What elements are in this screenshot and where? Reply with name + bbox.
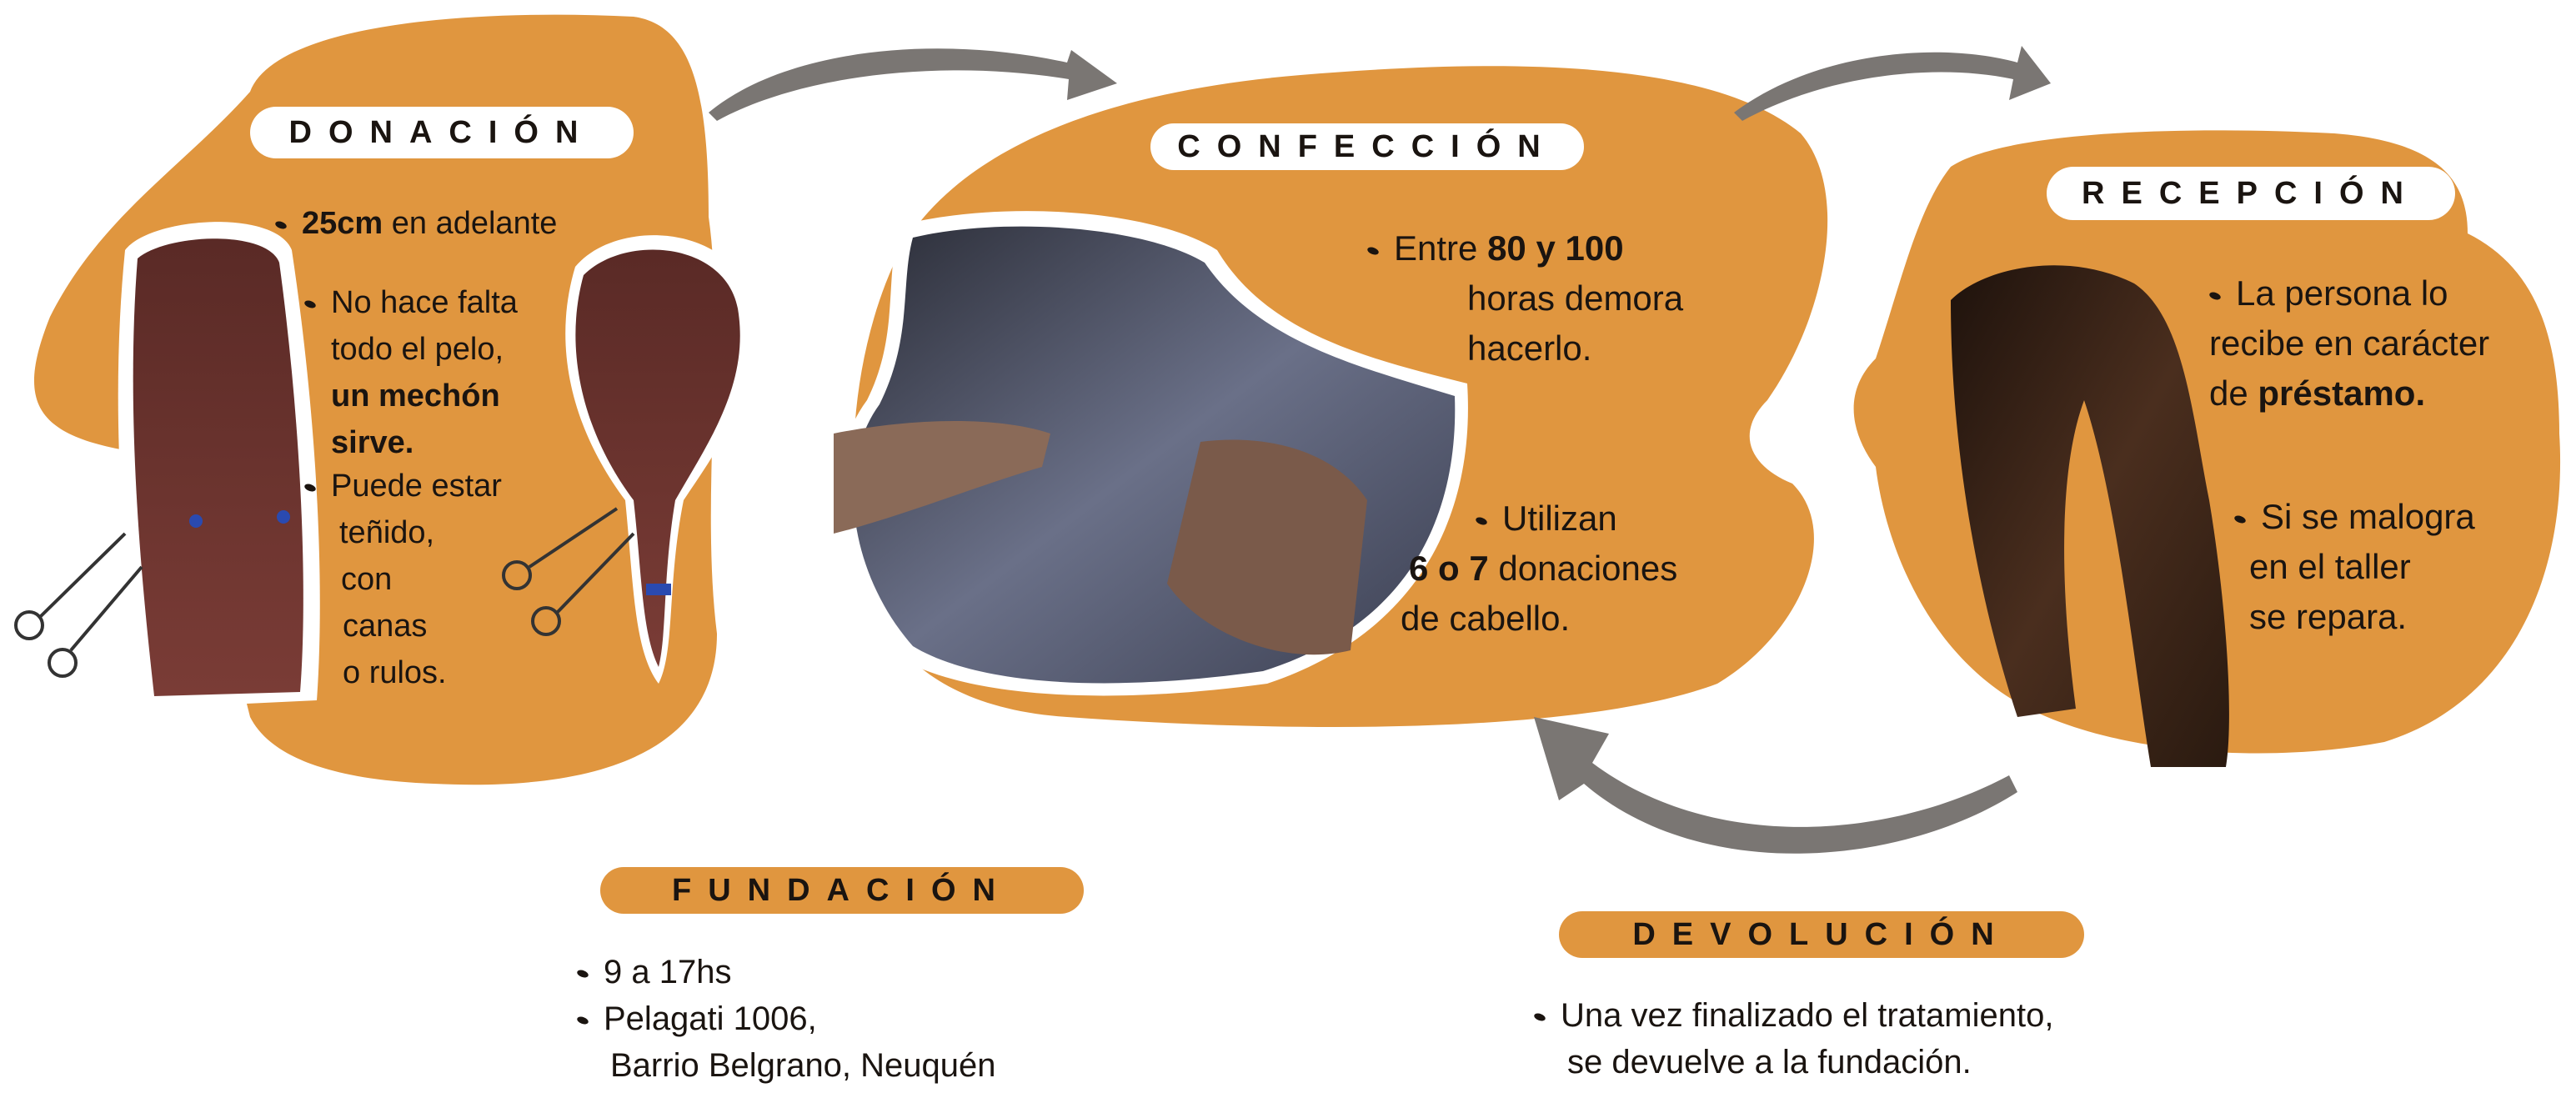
- bullet-icon: [2233, 514, 2247, 525]
- arrow-donacion-to-confeccion: [709, 48, 1117, 121]
- item-line: Utilizan: [1502, 499, 1617, 538]
- hours-text: 9 a 17hs: [604, 954, 732, 990]
- donations-bold: 6 o 7: [1409, 549, 1489, 588]
- loan-bold: préstamo.: [2258, 374, 2426, 413]
- item-line: sirve.: [331, 425, 414, 460]
- item-line: recibe en carácter: [2209, 323, 2490, 363]
- recepcion-item-1: La persona lo recibe en carácter de prés…: [2208, 268, 2490, 419]
- item-line: canas: [343, 609, 428, 644]
- item-line: teñido,: [339, 515, 435, 550]
- address-line-2: Barrio Belgrano, Neuquén: [610, 1047, 996, 1084]
- item-line: de cabello.: [1401, 599, 1571, 638]
- item-line: todo el pelo,: [331, 332, 504, 367]
- item-line: con: [341, 562, 393, 597]
- bullet-icon: [576, 969, 589, 980]
- bullet-icon: [274, 219, 288, 231]
- item-line: No hace falta: [331, 285, 518, 320]
- length-rest: en adelante: [383, 206, 558, 241]
- item-line: Si se malogra: [2261, 497, 2475, 536]
- arrow-devolucion-to-confeccion: [1534, 717, 2017, 854]
- donacion-item-2: No hace falta todo el pelo, un mechón si…: [303, 279, 518, 466]
- donacion-title: DONACIÓN: [250, 107, 634, 158]
- item-line: o rulos.: [343, 655, 447, 690]
- item-line: horas demora: [1467, 278, 1684, 318]
- donacion-blob: [33, 14, 718, 785]
- item-line: La persona lo: [2236, 273, 2448, 313]
- item-line: Entre: [1394, 228, 1488, 268]
- bullet-icon: [1533, 1012, 1546, 1023]
- bullet-icon: [303, 482, 317, 494]
- bullet-icon: [2208, 290, 2222, 302]
- bullet-icon: [1366, 245, 1380, 257]
- item-line: se devuelve a la fundación.: [1567, 1044, 1972, 1080]
- devolucion-info: Una vez finalizado el tratamiento, se de…: [1533, 992, 2054, 1085]
- fundacion-info: 9 a 17hs Pelagati 1006, Barrio Belgrano,…: [576, 949, 996, 1089]
- bullet-icon: [303, 298, 317, 310]
- item-line: Puede estar: [331, 469, 502, 504]
- address-line-1: Pelagati 1006,: [604, 1000, 817, 1037]
- item-line: donaciones: [1488, 549, 1678, 588]
- sewing-photo: [834, 211, 1468, 696]
- fundacion-title: FUNDACIÓN: [600, 867, 1084, 914]
- item-line: de: [2209, 374, 2258, 413]
- confeccion-item-2: Utilizan 6 o 7 donaciones de cabello.: [1401, 494, 1678, 644]
- confeccion-item-1: Entre 80 y 100 horas demora hacerlo.: [1366, 223, 1684, 374]
- item-line: se repara.: [2249, 597, 2408, 636]
- arrow-confeccion-to-recepcion: [1734, 46, 2051, 121]
- scissors-icon: [14, 507, 635, 678]
- hours-bold: 80 y 100: [1487, 228, 1624, 268]
- item-line: Una vez finalizado el tratamiento,: [1561, 997, 2054, 1034]
- donacion-item-3: Puede estar teñido, con canas o rulos.: [303, 463, 502, 696]
- hair-braid-image: [565, 235, 754, 684]
- item-line: en el taller: [2249, 547, 2411, 586]
- devolucion-title: DEVOLUCIÓN: [1559, 911, 2084, 958]
- length-bold: 25cm: [302, 206, 383, 241]
- confeccion-title: CONFECCIÓN: [1150, 123, 1584, 170]
- recepcion-item-2: Si se malogra en el taller se repara.: [2233, 492, 2475, 642]
- recepcion-title: RECEPCIÓN: [2047, 167, 2455, 220]
- bullet-icon: [576, 1015, 589, 1026]
- hair-long-image: [118, 222, 320, 709]
- donacion-item-1: 25cm en adelante: [274, 200, 558, 247]
- item-line: un mechón: [331, 379, 500, 414]
- wig-image: [1951, 265, 2229, 767]
- bullet-icon: [1475, 515, 1488, 527]
- item-line: hacerlo.: [1467, 328, 1592, 368]
